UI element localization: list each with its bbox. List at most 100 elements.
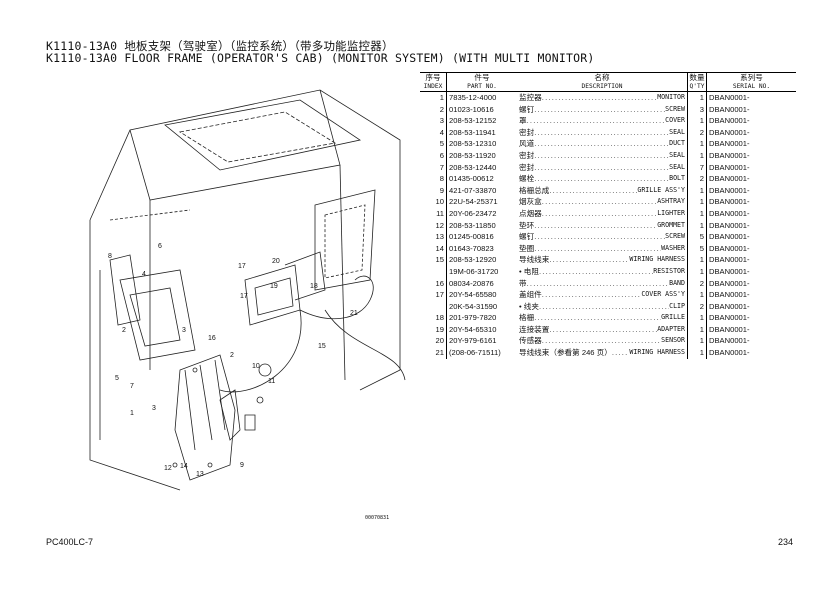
leader-dots bbox=[527, 115, 666, 127]
cell-part-no: (208-06-71511) bbox=[449, 348, 501, 358]
desc-english: SEAL bbox=[669, 127, 685, 136]
callout-9: 9 bbox=[240, 462, 244, 469]
callout-17: 17 bbox=[238, 263, 246, 270]
desc-english: GRILLE bbox=[661, 313, 685, 322]
cell-description: 垫圈 WASHER bbox=[517, 242, 688, 255]
cell-qty: 1 bbox=[687, 335, 707, 348]
callout-10: 10 bbox=[252, 363, 260, 370]
cell-index: 6 bbox=[420, 149, 447, 162]
cell-description: 传感器SENSOR bbox=[517, 335, 688, 348]
cell-index: 18 bbox=[420, 312, 447, 324]
desc-english: CLIP bbox=[669, 301, 685, 310]
cell-serial: DBAN0001- bbox=[709, 104, 750, 114]
callout-14: 14 bbox=[180, 463, 188, 470]
desc-chinese: 格栅总成 bbox=[519, 185, 550, 195]
desc-english: WIRING HARNESS bbox=[629, 255, 685, 264]
cell-qty: 7 bbox=[687, 161, 707, 174]
cell-description: 格栅 GRILLE bbox=[517, 312, 688, 324]
parts-table: 序号 INDEX 件号 PART NO. 名称 DESCRIPTION 数量 Q… bbox=[420, 72, 796, 359]
desc-chinese: • 电阻 bbox=[519, 266, 539, 276]
cell-part-no: 01245-00816 bbox=[449, 232, 494, 242]
desc-chinese: 格栅 bbox=[519, 313, 535, 323]
desc-english: WASHER bbox=[661, 243, 685, 252]
desc-english: COVER bbox=[665, 116, 685, 125]
cell-part-no: 421-07-33870 bbox=[449, 185, 497, 195]
desc-chinese: 带 bbox=[519, 278, 527, 288]
cell-description: 带BAND bbox=[517, 277, 688, 290]
cell-serial: DBAN0001- bbox=[709, 208, 750, 218]
cell-serial: DBAN0001- bbox=[709, 197, 750, 207]
cell-part-no: 19M-06-31720 bbox=[449, 266, 499, 276]
leader-dots bbox=[542, 208, 657, 220]
cell-index: 2 bbox=[420, 103, 447, 116]
cell-serial: DBAN0001- bbox=[709, 301, 750, 311]
exploded-parts-diagram: 8 4 6 2 3 5 7 3 1 16 2 17 20 17 19 18 21… bbox=[89, 89, 406, 491]
leader-dots bbox=[534, 127, 669, 139]
cell-qty: 2 bbox=[687, 300, 707, 313]
cell-qty: 1 bbox=[687, 184, 707, 197]
desc-chinese: 风道 bbox=[519, 139, 535, 149]
desc-chinese: 监控器 bbox=[519, 93, 542, 102]
desc-chinese: 垫圈 bbox=[519, 243, 535, 253]
cell-qty: 2 bbox=[687, 277, 707, 290]
table-row: 20K-54-31590 • 线夹CLIP2DBAN0001- bbox=[420, 300, 796, 313]
cell-serial: DBAN0001- bbox=[709, 278, 750, 288]
desc-chinese: 螺栓 bbox=[519, 174, 535, 184]
desc-chinese: 导线线束（参看第 246 页） bbox=[519, 348, 612, 358]
cell-qty: 1 bbox=[687, 91, 707, 104]
cell-description: 点烟器LIGHTER bbox=[517, 207, 688, 220]
cell-index: 3 bbox=[420, 115, 447, 127]
callout-12: 12 bbox=[164, 465, 172, 472]
cell-part-no: 20Y-979-6161 bbox=[449, 336, 497, 346]
cell-part-no: 08034-20876 bbox=[449, 278, 494, 288]
cell-qty: 1 bbox=[687, 347, 707, 359]
cell-index: 20 bbox=[420, 335, 447, 348]
desc-chinese: 导线线束 bbox=[519, 255, 550, 265]
desc-english: SEAL bbox=[669, 162, 685, 171]
header-qty-cn: 数量 bbox=[689, 73, 705, 82]
cell-index: 10 bbox=[420, 196, 447, 208]
cell-qty: 1 bbox=[687, 219, 707, 232]
cell-qty: 1 bbox=[687, 138, 707, 150]
cell-serial: DBAN0001- bbox=[709, 174, 750, 184]
desc-english: DUCT bbox=[669, 139, 685, 148]
cell-description: 盖组件COVER ASS'Y bbox=[517, 289, 688, 301]
leader-dots bbox=[539, 266, 653, 278]
cell-part-no: 01023-10616 bbox=[449, 104, 494, 114]
cell-description: 螺钉SCREW bbox=[517, 103, 688, 116]
cell-serial: DBAN0001- bbox=[709, 93, 750, 102]
leader-dots bbox=[549, 254, 629, 266]
header-index-cn: 序号 bbox=[425, 73, 441, 82]
cell-serial: DBAN0001- bbox=[709, 162, 750, 172]
desc-chinese: 罩 bbox=[519, 116, 527, 126]
cell-serial: DBAN0001- bbox=[709, 220, 750, 230]
callout-5: 5 bbox=[115, 375, 119, 382]
cell-index: 21 bbox=[420, 347, 447, 359]
leader-dots bbox=[534, 220, 657, 232]
header-part-cn: 件号 bbox=[474, 73, 490, 82]
cell-qty: 1 bbox=[687, 312, 707, 324]
cell-description: 导线线束 WIRING HARNESS bbox=[517, 254, 688, 266]
leader-dots bbox=[534, 231, 665, 243]
cell-qty: 5 bbox=[687, 231, 707, 243]
cell-part-no: 20K-54-31590 bbox=[449, 301, 498, 311]
cell-description: 螺栓BOLT bbox=[517, 173, 688, 185]
cell-index: 8 bbox=[420, 173, 447, 185]
cell-index bbox=[420, 265, 447, 278]
leader-dots bbox=[534, 243, 661, 255]
header-desc-en: DESCRIPTION bbox=[581, 83, 623, 90]
callout-16: 16 bbox=[208, 335, 216, 342]
cell-index: 9 bbox=[420, 184, 447, 197]
leader-dots bbox=[534, 150, 669, 162]
cell-description: • 线夹CLIP bbox=[517, 300, 688, 313]
diagram-code: 00070831 bbox=[365, 515, 390, 521]
